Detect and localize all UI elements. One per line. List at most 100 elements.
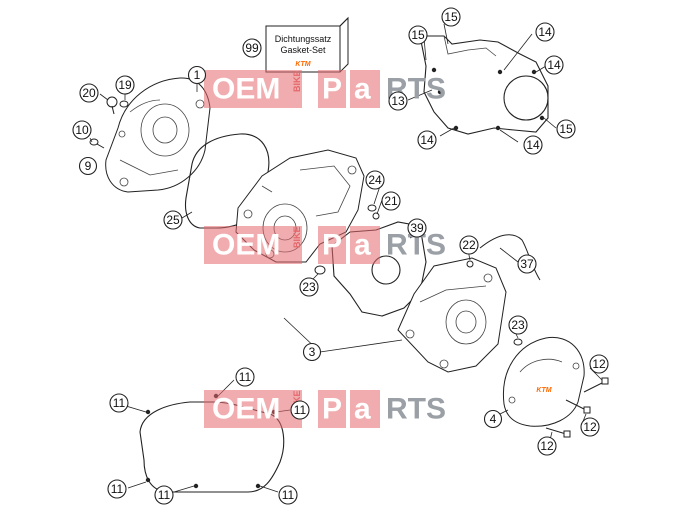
svg-text:1: 1 xyxy=(194,68,201,82)
svg-text:15: 15 xyxy=(411,28,425,42)
callout-11-top-left: 11 xyxy=(109,393,129,413)
svg-text:a: a xyxy=(354,73,371,106)
svg-text:11: 11 xyxy=(294,403,307,417)
watermark-middle: OEM BIKE P a RTS xyxy=(204,226,446,264)
svg-text:RTS: RTS xyxy=(386,393,446,426)
callout-25: 25 xyxy=(163,210,183,230)
callout-13: 13 xyxy=(388,91,408,111)
callout-23-right: 23 xyxy=(508,315,528,335)
svg-text:19: 19 xyxy=(118,78,132,92)
callout-22: 22 xyxy=(459,235,479,255)
svg-text:OEM: OEM xyxy=(212,229,280,262)
svg-text:11: 11 xyxy=(239,370,252,384)
callout-20: 20 xyxy=(79,83,99,103)
callout-11-bottom-mid: 11 xyxy=(154,485,174,505)
svg-text:15: 15 xyxy=(444,10,458,24)
callout-24: 24 xyxy=(365,170,385,190)
svg-text:14: 14 xyxy=(538,25,552,39)
nipple-22 xyxy=(466,260,474,268)
svg-text:10: 10 xyxy=(75,123,89,137)
svg-text:11: 11 xyxy=(282,488,295,502)
svg-text:22: 22 xyxy=(462,238,476,252)
svg-text:14: 14 xyxy=(526,138,540,152)
callout-15-left: 15 xyxy=(408,25,428,45)
callout-3: 3 xyxy=(302,342,322,362)
screw-10 xyxy=(89,138,105,149)
callout-19: 19 xyxy=(115,75,135,95)
svg-text:P: P xyxy=(322,73,342,106)
svg-text:39: 39 xyxy=(410,221,424,235)
callout-23-left: 23 xyxy=(299,277,319,297)
callout-11-bottom-right: 11 xyxy=(278,485,298,505)
callout-12-top: 12 xyxy=(589,354,609,374)
cover-gasket-right xyxy=(419,35,549,135)
callout-9: 9 xyxy=(78,156,98,176)
svg-text:25: 25 xyxy=(166,213,180,227)
svg-text:OEM: OEM xyxy=(212,73,280,106)
callout-11-bottom-left: 11 xyxy=(107,479,127,499)
bolt-12-top xyxy=(583,377,609,393)
callout-14-top: 14 xyxy=(535,22,555,42)
screw-20 xyxy=(106,96,118,115)
svg-text:15: 15 xyxy=(559,122,573,136)
gasket-kit-box: Dichtungssatz Gasket-Set KTM xyxy=(265,16,349,73)
kit-label-line2: Gasket-Set xyxy=(280,45,326,55)
kit-label-line1: Dichtungssatz xyxy=(275,34,332,44)
dowel-pin-right xyxy=(513,338,523,346)
screw-24 xyxy=(367,204,377,212)
dowel-pin-left xyxy=(314,265,326,275)
ignition-cover: KTM xyxy=(502,336,585,427)
callout-11-top: 11 xyxy=(235,367,255,387)
callout-4: 4 xyxy=(483,409,503,429)
callout-99: 99 xyxy=(242,38,262,58)
svg-text:21: 21 xyxy=(384,194,398,208)
callout-1: 1 xyxy=(187,65,207,85)
svg-text:BIKE: BIKE xyxy=(292,70,302,92)
svg-text:37: 37 xyxy=(520,257,534,271)
callout-15-top: 15 xyxy=(441,7,461,27)
watermark-bottom: OEM BIKE P a RTS xyxy=(204,390,446,428)
svg-text:11: 11 xyxy=(113,396,126,410)
svg-text:14: 14 xyxy=(547,58,561,72)
callout-21: 21 xyxy=(381,191,401,211)
bolt-12-bottom xyxy=(545,427,571,438)
svg-text:12: 12 xyxy=(583,420,597,434)
callout-12-mid: 12 xyxy=(580,417,600,437)
svg-text:23: 23 xyxy=(302,280,316,294)
washer-21 xyxy=(372,212,380,220)
callout-12-bottom: 12 xyxy=(537,436,557,456)
watermark-top: OEM BIKE P a RTS xyxy=(204,70,446,108)
svg-text:P: P xyxy=(322,393,342,426)
svg-text:20: 20 xyxy=(82,86,96,100)
callout-15-right: 15 xyxy=(556,119,576,139)
bolt-12-mid xyxy=(565,399,591,414)
svg-text:14: 14 xyxy=(420,133,434,147)
svg-text:11: 11 xyxy=(158,488,171,502)
svg-text:11: 11 xyxy=(111,482,124,496)
callout-10: 10 xyxy=(72,120,92,140)
svg-text:9: 9 xyxy=(85,159,92,173)
svg-text:a: a xyxy=(354,229,371,262)
svg-text:a: a xyxy=(354,393,371,426)
callout-39: 39 xyxy=(407,218,427,238)
svg-text:4: 4 xyxy=(490,412,497,426)
svg-text:P: P xyxy=(322,229,342,262)
svg-text:12: 12 xyxy=(592,357,606,371)
crankcase-right xyxy=(397,257,507,373)
svg-text:24: 24 xyxy=(368,173,382,187)
svg-text:13: 13 xyxy=(391,94,405,108)
callout-14-left: 14 xyxy=(417,130,437,150)
callout-14-bottom: 14 xyxy=(523,135,543,155)
svg-text:OEM: OEM xyxy=(212,393,280,426)
callout-37: 37 xyxy=(517,254,537,274)
svg-text:3: 3 xyxy=(309,345,316,359)
svg-text:23: 23 xyxy=(511,318,525,332)
screw-19 xyxy=(119,100,129,108)
ktm-logo: KTM xyxy=(295,61,310,68)
svg-text:12: 12 xyxy=(540,439,554,453)
svg-text:BIKE: BIKE xyxy=(292,226,302,248)
callout-14-right: 14 xyxy=(544,55,564,75)
svg-text:KTM: KTM xyxy=(536,387,551,394)
clutch-cover xyxy=(105,77,211,193)
